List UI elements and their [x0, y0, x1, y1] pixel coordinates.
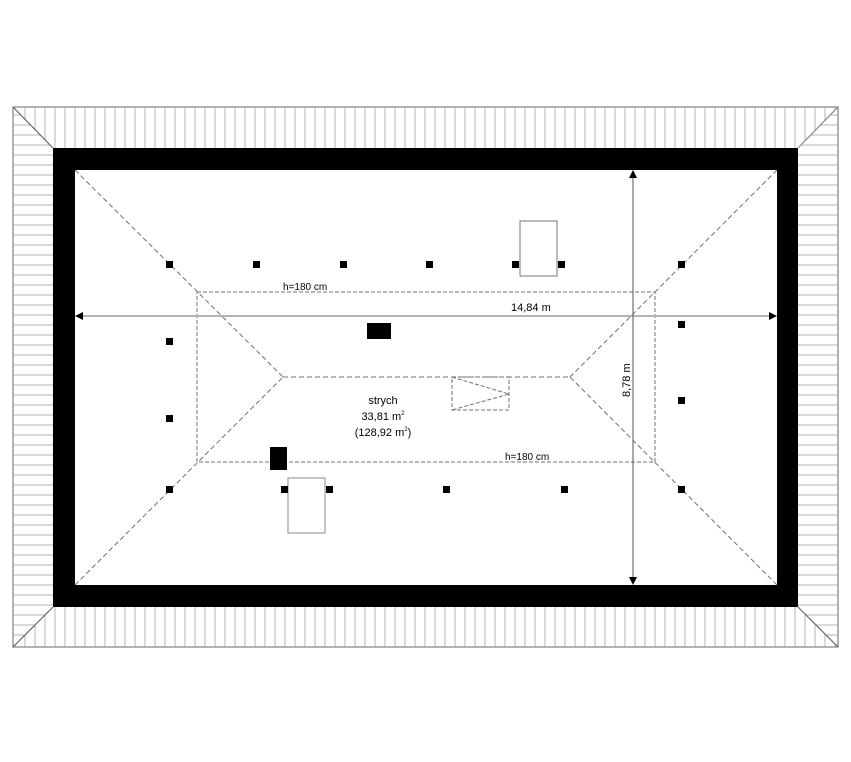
roof-posts	[166, 261, 685, 493]
skylight-bottom	[287, 477, 326, 534]
room-label: strych 33,81 m2 (128,92 m2)	[338, 395, 428, 440]
dimension-width-label: 14,84 m	[511, 302, 551, 314]
chimney-1	[367, 323, 391, 339]
height-label-bottom: h=180 cm	[505, 452, 550, 463]
room-area: 33,81 m2	[361, 411, 405, 423]
skylight-top	[519, 220, 558, 277]
dimension-width	[75, 312, 777, 320]
room-name: strych	[368, 395, 398, 407]
headroom-180-zone	[196, 291, 656, 463]
chimney-2	[270, 447, 287, 470]
dimension-depth-label: 8,78 m	[621, 363, 633, 397]
roof-hip-lines	[74, 169, 778, 586]
height-label-top: h=180 cm	[283, 282, 328, 293]
roof-overhang	[12, 106, 839, 648]
roof-overhang-right	[798, 107, 838, 647]
attic-ladder-hatch	[451, 376, 511, 411]
dimension-depth	[629, 170, 637, 585]
roof-overhang-left	[13, 107, 53, 647]
roof-overhang-top	[13, 107, 838, 148]
roof-overhang-bottom	[13, 607, 838, 647]
room-total-area: (128,92 m2)	[354, 427, 412, 439]
external-wall	[53, 148, 798, 607]
